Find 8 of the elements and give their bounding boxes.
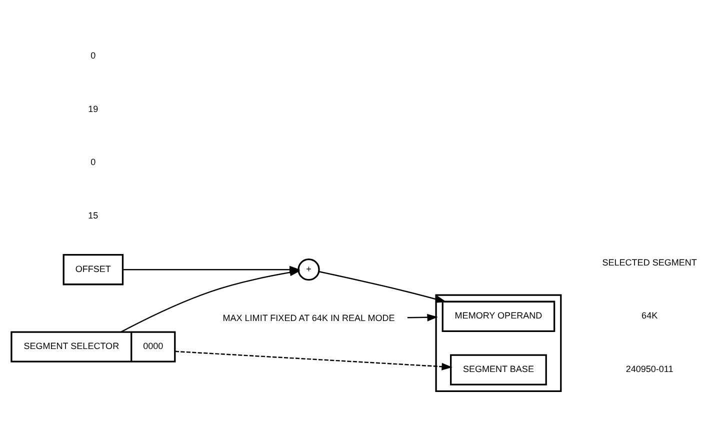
label: 15 <box>88 210 98 220</box>
label: 19 <box>88 103 98 114</box>
label: SELECTED SEGMENT <box>602 256 697 267</box>
label: 240950-011 <box>626 364 674 374</box>
label: 0 <box>90 156 96 167</box>
label: 0 <box>90 50 96 60</box>
node-text: MAX LIMIT FIXED AT 64K IN REAL MODE <box>222 312 395 323</box>
label: 64K <box>642 310 658 320</box>
